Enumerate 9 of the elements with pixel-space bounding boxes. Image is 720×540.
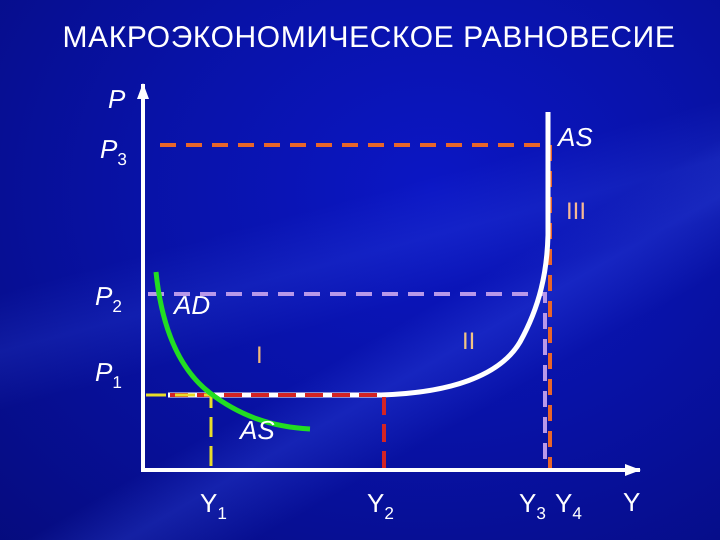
title: МАКРОЭКОНОМИЧЕСКОЕ РАВНОВЕСИЕ [62,23,676,53]
axis-label: Y [623,489,640,515]
axis-label: P [108,86,126,112]
region-label: III [566,200,586,224]
curve-label: AS [558,124,593,150]
curve-label: AS [240,417,275,443]
region-label: II [462,330,476,354]
region-label: I [256,344,263,368]
curve-label: AD [174,292,210,318]
